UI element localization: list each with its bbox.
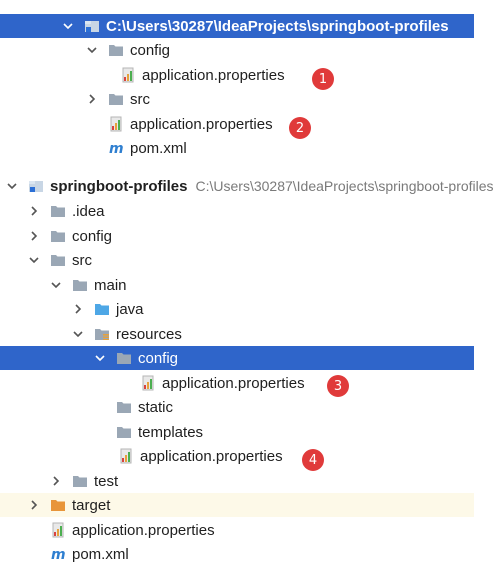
- config-label: config: [72, 227, 113, 245]
- tree-row-res-config-props[interactable]: application.properties: [0, 371, 474, 395]
- tree-row-templates[interactable]: templates: [0, 420, 474, 444]
- tree-row-config[interactable]: config: [0, 224, 474, 248]
- maven-icon: m: [108, 140, 124, 157]
- chevron-down-icon[interactable]: [28, 254, 40, 266]
- properties-file-icon: [50, 522, 66, 538]
- tree-row-main[interactable]: main: [0, 273, 474, 297]
- folder-icon: [108, 42, 124, 58]
- idea-label: .idea: [72, 202, 105, 220]
- resources-folder-icon: [94, 326, 110, 342]
- tree-row-test[interactable]: test: [0, 469, 474, 493]
- tree-row-idea[interactable]: .idea: [0, 199, 474, 223]
- tree-row-pom[interactable]: m pom.xml: [0, 542, 474, 566]
- maven-icon: m: [50, 546, 66, 563]
- folder-icon: [50, 252, 66, 268]
- tree-row-static[interactable]: static: [0, 395, 474, 419]
- root-properties-label: application.properties: [72, 521, 215, 539]
- tree-row-res-props[interactable]: application.properties: [0, 444, 474, 468]
- tree-row-config-props[interactable]: application.properties: [0, 63, 474, 87]
- chevron-down-icon[interactable]: [50, 279, 62, 291]
- annotation-badge-1: 1: [312, 68, 334, 90]
- folder-icon: [72, 473, 88, 489]
- resources-label: resources: [116, 325, 182, 343]
- tree-row-java[interactable]: java: [0, 297, 474, 321]
- folder-icon: [116, 424, 132, 440]
- folder-icon: [72, 277, 88, 293]
- annotation-badge-3: 3: [327, 375, 349, 397]
- tree-row-config[interactable]: config: [0, 38, 474, 62]
- main-label: main: [94, 276, 127, 294]
- annotation-badge-4: 4: [302, 449, 324, 471]
- pom-label: pom.xml: [130, 139, 187, 157]
- annotation-badge-2: 2: [289, 117, 311, 139]
- config-label: config: [130, 41, 171, 59]
- java-label: java: [116, 300, 144, 318]
- chevron-right-icon[interactable]: [28, 230, 40, 242]
- tree-row-root[interactable]: C:\Users\30287\IdeaProjects\springboot-p…: [0, 14, 474, 38]
- module-folder-icon: [84, 18, 100, 34]
- chevron-right-icon[interactable]: [72, 303, 84, 315]
- folder-icon: [116, 399, 132, 415]
- tree-row-res-config[interactable]: config: [0, 346, 474, 370]
- properties-file-icon: [140, 375, 156, 391]
- tree-row-root-props[interactable]: application.properties: [0, 518, 474, 542]
- src-label: src: [130, 90, 150, 108]
- properties-file-icon: [118, 448, 134, 464]
- tree-row-root-props[interactable]: application.properties: [0, 112, 474, 136]
- folder-icon: [50, 203, 66, 219]
- divider: [0, 163, 474, 171]
- properties-file-icon: [120, 67, 136, 83]
- chevron-right-icon[interactable]: [28, 499, 40, 511]
- tree-row-pom[interactable]: m pom.xml: [0, 136, 474, 160]
- pom-label: pom.xml: [72, 545, 129, 563]
- tree-row-resources[interactable]: resources: [0, 322, 474, 346]
- source-folder-icon: [94, 301, 110, 317]
- svg-text:m: m: [109, 141, 124, 157]
- chevron-down-icon[interactable]: [62, 20, 74, 32]
- root-properties-label: application.properties: [130, 115, 273, 133]
- chevron-down-icon[interactable]: [72, 328, 84, 340]
- excluded-folder-icon: [50, 497, 66, 513]
- svg-text:m: m: [51, 547, 66, 563]
- res-properties-label: application.properties: [140, 447, 283, 465]
- tree-row-src[interactable]: src: [0, 248, 474, 272]
- chevron-down-icon[interactable]: [6, 180, 18, 192]
- project-path-label: C:\Users\30287\IdeaProjects\springboot-p…: [195, 178, 494, 194]
- chevron-right-icon[interactable]: [28, 205, 40, 217]
- test-label: test: [94, 472, 119, 490]
- folder-icon: [50, 228, 66, 244]
- target-label: target: [72, 496, 111, 514]
- tree-row-project[interactable]: springboot-profiles C:\Users\30287\IdeaP…: [0, 174, 494, 198]
- res-config-label: config: [138, 349, 179, 367]
- project-name-label: springboot-profiles: [50, 177, 188, 195]
- folder-icon: [108, 91, 124, 107]
- static-label: static: [138, 398, 174, 416]
- properties-file-icon: [108, 116, 124, 132]
- tree-row-target[interactable]: target: [0, 493, 474, 517]
- templates-label: templates: [138, 423, 204, 441]
- chevron-down-icon[interactable]: [86, 44, 98, 56]
- tree-row-src[interactable]: src: [0, 87, 474, 111]
- res-config-properties-label: application.properties: [162, 374, 305, 392]
- chevron-down-icon[interactable]: [94, 352, 106, 364]
- chevron-right-icon[interactable]: [50, 475, 62, 487]
- config-properties-label: application.properties: [142, 66, 285, 84]
- chevron-right-icon[interactable]: [86, 93, 98, 105]
- module-folder-icon: [28, 178, 44, 194]
- folder-icon: [116, 350, 132, 366]
- src-label: src: [72, 251, 92, 269]
- root-path-label: C:\Users\30287\IdeaProjects\springboot-p…: [106, 17, 449, 35]
